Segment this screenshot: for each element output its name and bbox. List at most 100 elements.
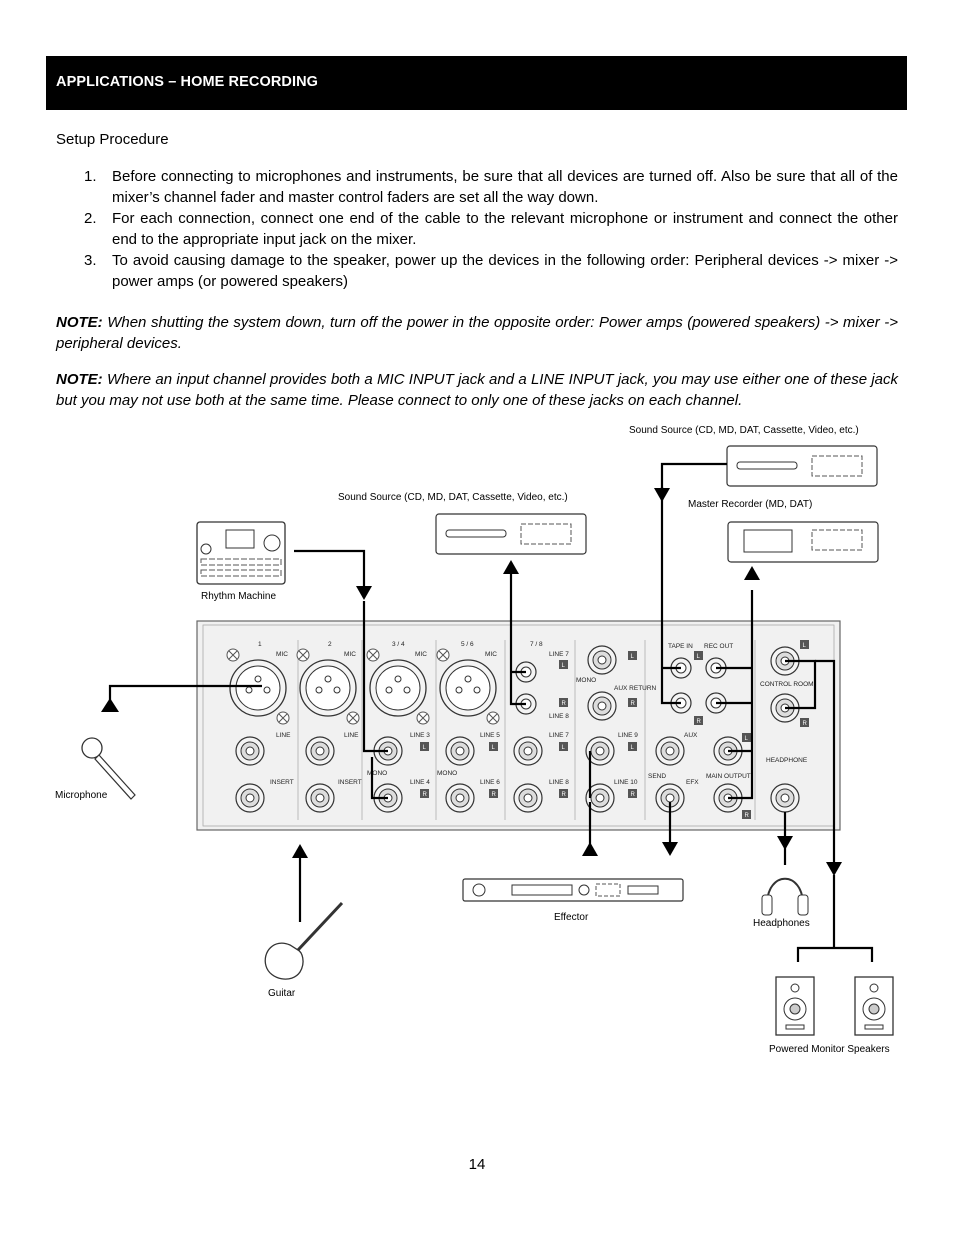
xlr-jack-ch56 <box>439 659 497 717</box>
line-jack-8 <box>513 783 543 813</box>
send-label: SEND <box>648 773 666 780</box>
line-jack-7 <box>513 736 543 766</box>
ch34-label: 3 / 4 <box>392 641 405 648</box>
headphones-icon <box>761 877 809 916</box>
powered-monitor-speakers-label: Powered Monitor Speakers <box>769 1044 890 1055</box>
screw-icon <box>416 711 430 725</box>
rhythm-machine-label: Rhythm Machine <box>201 591 276 602</box>
section-title: APPLICATIONS – HOME RECORDING <box>56 74 319 90</box>
line-label: LINE <box>344 732 359 739</box>
setup-steps-list: 1.Before connecting to microphones and i… <box>56 166 898 292</box>
line6-label: LINE 6 <box>480 779 500 786</box>
insert-label: INSERT <box>270 779 294 786</box>
line3-label: LINE 3 <box>410 732 430 739</box>
screw-icon <box>226 648 240 662</box>
svg-text:L: L <box>423 745 427 751</box>
svg-text:L: L <box>492 745 496 751</box>
svg-text:R: R <box>423 792 428 798</box>
aux-send-jack <box>655 736 685 766</box>
cable-lines <box>108 462 874 962</box>
list-item: 3. To avoid causing damage to the speaker… <box>56 250 898 292</box>
effector-label: Effector <box>554 912 589 923</box>
xlr-jack-ch2 <box>299 659 357 717</box>
control-room-label: CONTROL ROOM <box>760 681 814 688</box>
arrowheads <box>101 488 842 876</box>
speaker-left-icon <box>775 976 815 1036</box>
efx-label: EFX <box>686 779 699 786</box>
section-header: APPLICATIONS – HOME RECORDING <box>46 56 907 110</box>
mic-label: MIC <box>485 651 497 658</box>
speaker-right-icon <box>854 976 894 1036</box>
insert-jack-ch2 <box>305 783 335 813</box>
line7-label: LINE 7 <box>549 651 569 658</box>
insert-jack-ch1 <box>235 783 265 813</box>
note-label: NOTE: <box>56 371 103 388</box>
step-number: 1. <box>84 168 97 185</box>
list-item: 1.Before connecting to microphones and i… <box>56 166 898 208</box>
svg-text:R: R <box>803 721 808 727</box>
ch1-label: 1 <box>258 641 262 648</box>
mic-label: MIC <box>276 651 288 658</box>
xlr-jack-ch34 <box>369 659 427 717</box>
step-text: To avoid causing damage to the speaker, … <box>112 252 898 290</box>
aux-return-jack-l <box>587 645 617 675</box>
sound-source-mid-label: Sound Source (CD, MD, DAT, Cassette, Vid… <box>338 492 568 503</box>
line-jack-5 <box>445 736 475 766</box>
screw-icon <box>296 648 310 662</box>
sound-source-top-unit <box>726 445 878 487</box>
step-number: 3. <box>84 252 97 269</box>
master-recorder-unit <box>727 521 879 563</box>
headphone-jack <box>770 783 800 813</box>
aux-label: AUX <box>684 732 698 739</box>
headphones-label: Headphones <box>753 918 810 929</box>
svg-text:R: R <box>697 719 702 725</box>
sound-source-mid-unit <box>435 513 587 555</box>
master-recorder-label: Master Recorder (MD, DAT) <box>688 499 812 510</box>
svg-text:R: R <box>562 701 567 707</box>
guitar-icon <box>264 901 344 980</box>
note-text: Where an input channel provides both a M… <box>56 371 899 409</box>
lr-badges: L R L R L R L R L R L R L R L R L R <box>420 640 809 819</box>
headphone-label: HEADPHONE <box>766 757 808 764</box>
line5-label: LINE 5 <box>480 732 500 739</box>
screw-icon <box>486 711 500 725</box>
list-item: 2. For each connection, connect one end o… <box>56 208 898 250</box>
mic-label: MIC <box>415 651 427 658</box>
microphone-icon <box>81 737 136 800</box>
microphone-label: Microphone <box>55 790 108 801</box>
step-number: 2. <box>84 210 97 227</box>
screw-icon <box>436 648 450 662</box>
line4-label: LINE 4 <box>410 779 430 786</box>
svg-text:R: R <box>562 792 567 798</box>
note-label: NOTE: <box>56 314 103 331</box>
line8-label: LINE 8 <box>549 779 569 786</box>
sound-source-top-label: Sound Source (CD, MD, DAT, Cassette, Vid… <box>629 425 859 436</box>
line-label: LINE <box>276 732 291 739</box>
mic-label: MIC <box>344 651 356 658</box>
rec-out-label: REC OUT <box>704 643 733 650</box>
svg-text:L: L <box>745 736 749 742</box>
svg-text:R: R <box>745 813 750 819</box>
line-jack-ch1 <box>235 736 265 766</box>
line-jack-6 <box>445 783 475 813</box>
mono-label: MONO <box>367 770 387 777</box>
note-text: When shutting the system down, turn off … <box>56 314 898 352</box>
svg-text:L: L <box>631 654 635 660</box>
svg-text:L: L <box>697 654 701 660</box>
mono-label: MONO <box>576 677 596 684</box>
svg-text:L: L <box>562 663 566 669</box>
screw-icon <box>366 648 380 662</box>
aux-return-jack-r <box>587 691 617 721</box>
svg-text:R: R <box>631 792 636 798</box>
mono-label: MONO <box>437 770 457 777</box>
svg-text:L: L <box>562 745 566 751</box>
main-output-label: MAIN OUTPUT <box>706 773 751 780</box>
line8-label: LINE 8 <box>549 713 569 720</box>
svg-text:R: R <box>631 701 636 707</box>
svg-text:R: R <box>492 792 497 798</box>
screw-icon <box>346 711 360 725</box>
aux-return-label: AUX RETURN <box>614 685 657 692</box>
page-number: 14 <box>468 1156 486 1173</box>
step-text: For each connection, connect one end of … <box>112 210 898 248</box>
